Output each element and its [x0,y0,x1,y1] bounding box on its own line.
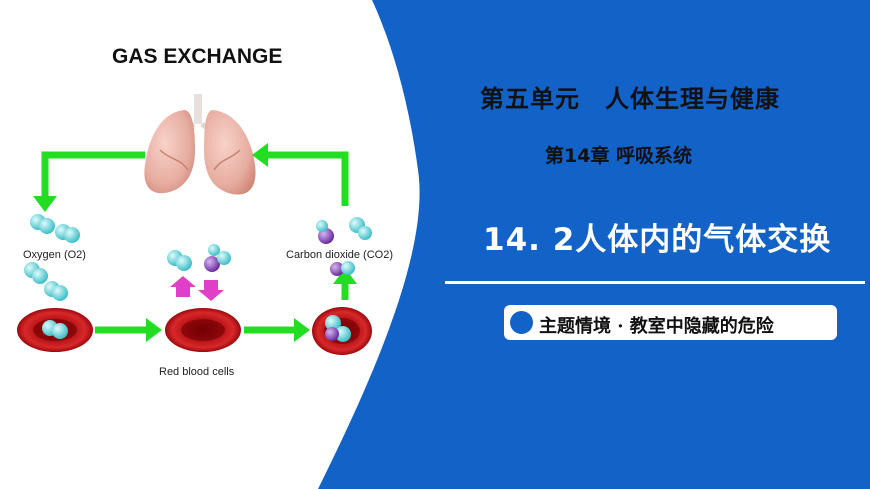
arrow-head-left [252,143,268,167]
red-blood-cell-middle [165,308,241,352]
co2-label: Carbon dioxide (CO2) [286,249,393,261]
lesson-title: 14. 2人体内的气体交换 [483,222,832,258]
theme-label: 主题情境 · 教室中隐藏的危险 [539,316,774,337]
arrows [41,151,349,334]
co2-molecules [204,217,372,341]
arrow-head-down [33,196,57,212]
exchange-arrows [170,276,224,301]
arrow-head-right-2 [294,318,310,342]
arrow-head-right-1 [146,318,162,342]
theme-badge: 主题情境 · 教室中隐藏的危险 [504,305,837,340]
divider-line [445,281,865,284]
chapter-title: 第14章 呼吸系统 [545,145,693,167]
diagram-title: GAS EXCHANGE [112,45,283,68]
unit-title: 第五单元 人体生理与健康 [480,85,780,113]
lungs-icon [144,94,256,195]
bullet-dot-icon [510,311,533,334]
oxygen-molecules [24,214,351,342]
oxygen-label: Oxygen (O2) [23,249,86,261]
gas-exchange-diagram [17,94,372,355]
rbc-label: Red blood cells [159,366,235,378]
arrow-head-up [333,268,357,284]
